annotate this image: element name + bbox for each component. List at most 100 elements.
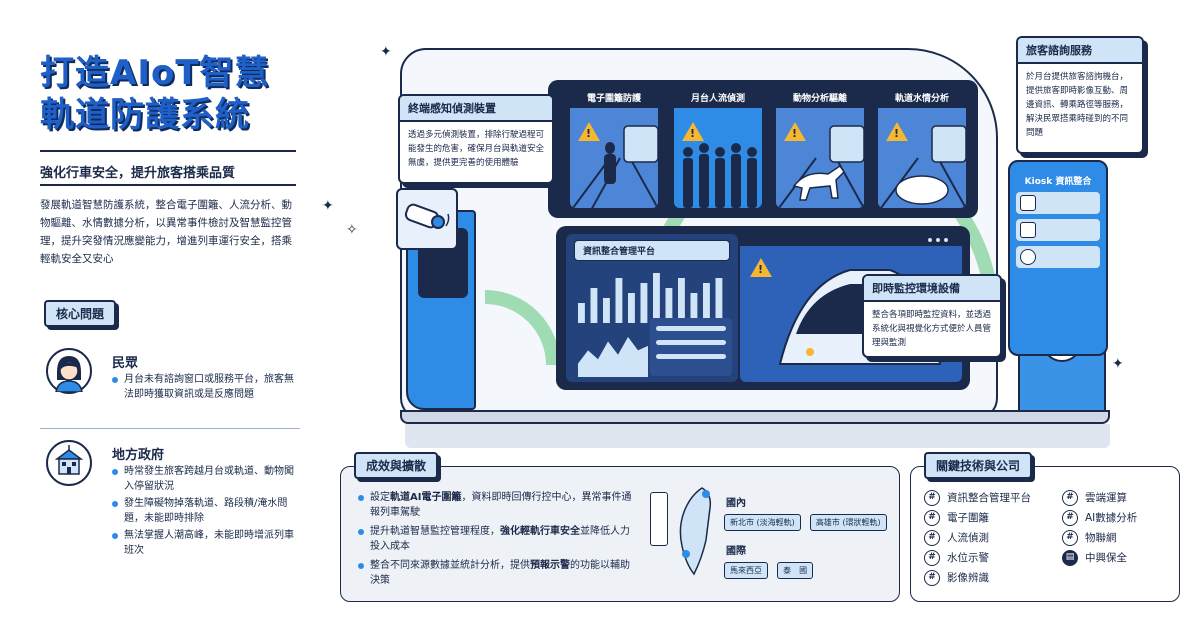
tech-item: #電子圍籬 xyxy=(924,508,1031,528)
results-list: 設定軌道AI電子圍籬，資料即時回傳行控中心，異常事件通報列車駕駛 提升軌道智慧監… xyxy=(358,490,638,590)
hashtag-icon: # xyxy=(924,550,940,566)
camera-scene xyxy=(674,108,762,208)
clock-icon xyxy=(1020,249,1036,265)
bar xyxy=(640,283,648,323)
sparkle-icon: ✧ xyxy=(346,222,358,238)
legend-line xyxy=(656,326,726,331)
group-title-government: 地方政府 xyxy=(112,448,165,463)
kiosk-title: Kiosk 資訊整合 xyxy=(1024,177,1092,187)
camera-label: 動物分析驅離 xyxy=(776,90,864,108)
domestic-chips: 新北市 (淡海輕軌) 高雄市 (環狀輕軌) xyxy=(724,510,891,531)
bar xyxy=(678,278,685,323)
warning-icon xyxy=(886,122,908,141)
chip: 高雄市 (環狀輕軌) xyxy=(809,514,887,531)
tech-item: #AI數據分析 xyxy=(1062,508,1137,528)
tech-badge: 關鍵技術與公司 xyxy=(924,452,1033,479)
hashtag-icon: # xyxy=(1062,490,1078,506)
tech-column-2: #雲端運算 #AI數據分析 #物聯網 ▤ 中興保全 xyxy=(1062,488,1137,568)
list-item: 時常發生旅客跨越月台或軌道、動物闖入停留狀況 xyxy=(112,464,302,494)
consult-callout: 旅客諮詢服務 於月台提供旅客諮詢機台，提供旅客即時影像互動、周邊資訊、轉乘路徑等… xyxy=(1016,36,1144,154)
camera-card-animal: 動物分析驅離 xyxy=(774,88,866,210)
list-item: 無法掌握人潮高峰，未能即時增派列車班次 xyxy=(112,528,302,558)
citizen-issues-list: 月台未有諮詢窗口或服務平台，旅客無法即時獲取資訊或是反應問題 xyxy=(112,372,302,404)
government-building-icon xyxy=(46,440,92,486)
list-item: 提升軌道智慧監控管理程度，強化輕軌行車安全並降低人力投入成本 xyxy=(358,524,638,554)
consult-title: 旅客諮詢服務 xyxy=(1018,38,1142,64)
bar xyxy=(628,293,635,323)
bar-chart xyxy=(578,273,723,323)
legend-panel xyxy=(650,318,732,376)
platform-panel-title: 資訊整合管理平台 xyxy=(574,240,730,261)
results-box xyxy=(340,466,900,602)
group-title-citizens: 民眾 xyxy=(112,356,139,371)
camera-scene xyxy=(570,108,658,208)
hashtag-icon: # xyxy=(924,530,940,546)
company-name: 中興保全 xyxy=(1085,552,1127,564)
hashtag-icon: # xyxy=(1062,530,1078,546)
title-line-2: 軌道防護系統 xyxy=(40,95,250,135)
camera-label: 軌道水情分析 xyxy=(878,90,966,108)
tech-item: #物聯網 xyxy=(1062,528,1137,548)
consult-body: 於月台提供旅客諮詢機台，提供旅客即時影像互動、周邊資訊、轉乘路徑等服務，解決民眾… xyxy=(1026,72,1129,138)
monitor-callout: 即時監控環境設備 整合各項即時監控資料，並透過系統化與視覺化方式便於人員管理與監… xyxy=(862,274,1002,358)
train-icon xyxy=(1020,195,1036,211)
tech-column-1: #資訊整合管理平台 #電子圍籬 #人流偵測 #水位示警 #影像辨識 xyxy=(924,488,1031,588)
chip: 新北市 (淡海輕軌) xyxy=(724,514,801,531)
tech-item: #水位示警 xyxy=(924,548,1031,568)
bar xyxy=(665,288,673,323)
hashtag-icon: # xyxy=(1062,510,1078,526)
kiosk-item-map xyxy=(1016,219,1100,241)
area-chart xyxy=(578,337,648,377)
bar xyxy=(690,293,698,323)
government-issues-list: 時常發生旅客跨越月台或軌道、動物闖入停留狀況 發生障礙物掉落軌道、路段積/淹水問… xyxy=(112,464,302,560)
camera-card-fence: 電子圍籬防護 xyxy=(568,88,660,210)
kiosk-item-clock xyxy=(1016,246,1100,268)
hashtag-icon: # xyxy=(924,510,940,526)
divider xyxy=(40,150,296,152)
list-item: 整合不同來源數據並統計分析，提供預報示警的功能以輔助決策 xyxy=(358,558,638,588)
sparkle-icon: ✦ xyxy=(380,44,392,60)
tech-item: #資訊整合管理平台 xyxy=(924,488,1031,508)
train-base xyxy=(400,410,1110,424)
taiwan-map-icon xyxy=(679,487,712,576)
water-scene-icon xyxy=(879,125,966,208)
warning-icon xyxy=(750,258,772,277)
tech-item: ▤ 中興保全 xyxy=(1062,548,1137,568)
bar xyxy=(715,278,723,323)
camera-card-crowd: 月台人流偵測 xyxy=(672,88,764,210)
area-series xyxy=(578,337,648,377)
legend-line xyxy=(656,340,726,345)
sparkle-icon: ✦ xyxy=(1112,356,1124,372)
sparkle-icon: ✦ xyxy=(322,198,334,214)
sensing-body: 透過多元偵測裝置，排除行駛過程可能發生的危害，確保月台與軌道安全無虞，提供更完善… xyxy=(408,130,545,168)
international-label: 國際 xyxy=(726,546,746,557)
tech-box xyxy=(910,466,1180,602)
divider xyxy=(40,184,296,186)
monitor-body: 整合各項即時監控資料，並透過系統化與視覺化方式便於人員管理與監測 xyxy=(872,310,992,348)
hashtag-icon: # xyxy=(924,490,940,506)
map-icon xyxy=(1020,222,1036,238)
chip: 泰 國 xyxy=(777,562,814,579)
bar xyxy=(653,273,660,323)
company-icon: ▤ xyxy=(1062,550,1078,566)
divider xyxy=(40,428,300,429)
list-item: 月台未有諮詢窗口或服務平台，旅客無法即時獲取資訊或是反應問題 xyxy=(112,372,302,402)
monitor-title: 即時監控環境設備 xyxy=(864,276,1000,302)
citizen-avatar-icon xyxy=(46,348,92,394)
camera-label: 月台人流偵測 xyxy=(674,90,762,108)
warning-icon xyxy=(578,122,600,141)
fence-scene-icon xyxy=(571,125,658,208)
tech-item: #雲端運算 xyxy=(1062,488,1137,508)
bar xyxy=(615,278,623,323)
subtitle: 強化行車安全，提升旅客搭乘品質 xyxy=(40,166,236,181)
platform-floor xyxy=(405,424,1110,448)
list-item: 發生障礙物掉落軌道、路段積/淹水問題，未能即時排除 xyxy=(112,496,302,526)
sensing-title: 終端感知偵測裝置 xyxy=(400,96,552,122)
kiosk-screen: Kiosk 資訊整合 xyxy=(1008,160,1108,356)
camera-label: 電子圍籬防護 xyxy=(570,90,658,108)
camera-device-icon xyxy=(396,188,458,250)
tech-item: #影像辨識 xyxy=(924,568,1031,588)
domestic-label: 國內 xyxy=(726,498,746,509)
list-item: 設定軌道AI電子圍籬，資料即時回傳行控中心，異常事件通報列車駕駛 xyxy=(358,490,638,520)
bar xyxy=(590,288,598,323)
